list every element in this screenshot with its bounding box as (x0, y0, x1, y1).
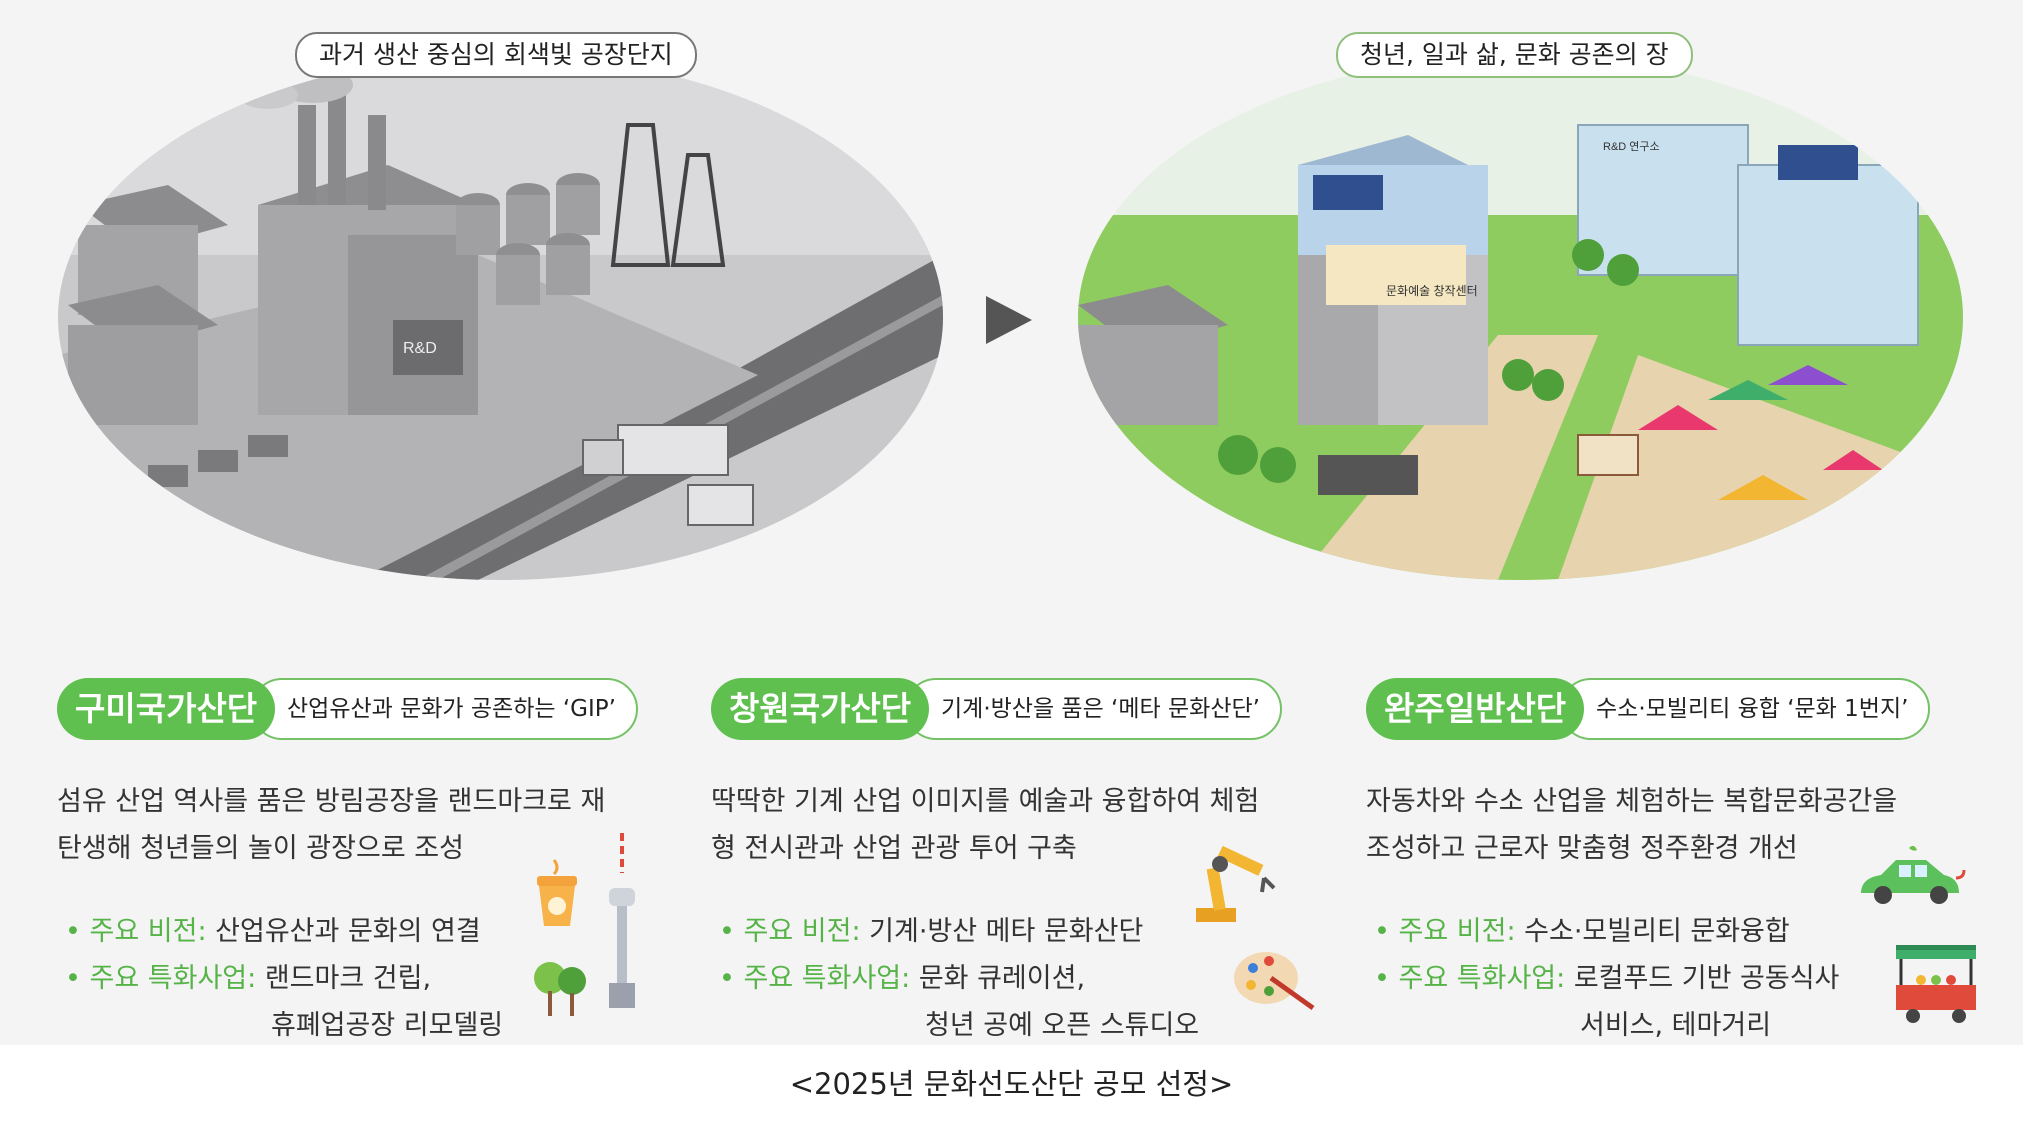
vision-label: • 주요 비전: (719, 916, 861, 947)
food-cart-icon (1891, 940, 1981, 1029)
description-line: 형 전시관과 산업 관광 투어 구축 (711, 833, 1077, 864)
vision-label: • 주요 비전: (1374, 916, 1516, 947)
vision-value: 기계·방산 메타 문화산단 (869, 916, 1144, 947)
rd-lab-sign: R&D 연구소 (1603, 140, 1660, 153)
project-row: • 주요 특화사업: 랜드마크 건립, (65, 955, 503, 1002)
arrow-right-icon (986, 296, 1032, 344)
card-wanju: 완주일반산단 수소·모빌리티 융합 ‘문화 1번지’ 자동차와 수소 산업을 체… (1366, 678, 1986, 1041)
industrial-complex-cards: 구미국가산단 산업유산과 문화가 공존하는 ‘GIP’ 섬유 산업 역사를 품은… (0, 650, 2023, 1045)
gray-factory-illustration: R&D (58, 55, 943, 580)
card-description: 섬유 산업 역사를 품은 방림공장을 랜드마크로 재 탄생해 청년들의 놀이 광… (57, 778, 657, 872)
vision-label: • 주요 비전: (65, 916, 207, 947)
card-gumi: 구미국가산단 산업유산과 문화가 공존하는 ‘GIP’ 섬유 산업 역사를 품은… (57, 678, 677, 1041)
vision-row: • 주요 비전: 기계·방산 메타 문화산단 (719, 908, 1199, 955)
card-bullets: • 주요 비전: 수소·모빌리티 문화융합 • 주요 특화사업: 로컬푸드 기반… (1374, 908, 1839, 1049)
description-line: 딱딱한 기계 산업 이미지를 예술과 융합하여 체험 (711, 786, 1260, 817)
robot-arm-icon (1186, 828, 1286, 932)
description-line: 자동차와 수소 산업을 체험하는 복합문화공간을 (1366, 786, 1898, 817)
description-line: 섬유 산업 역사를 품은 방림공장을 랜드마크로 재 (57, 786, 606, 817)
project-label: • 주요 특화사업: (719, 963, 911, 994)
past-label: 과거 생산 중심의 회색빛 공장단지 (295, 32, 697, 78)
project-label: • 주요 특화사업: (1374, 963, 1566, 994)
project-row: • 주요 특화사업: 문화 큐레이션, (719, 955, 1199, 1002)
tower-icon (597, 833, 647, 1017)
card-bullets: • 주요 비전: 기계·방산 메타 문화산단 • 주요 특화사업: 문화 큐레이… (719, 908, 1199, 1049)
project-value: 문화 큐레이션, (918, 963, 1086, 994)
card-bullets: • 주요 비전: 산업유산과 문화의 연결 • 주요 특화사업: 랜드마크 건립… (65, 908, 503, 1049)
vision-row: • 주요 비전: 수소·모빌리티 문화융합 (1374, 908, 1839, 955)
footer-caption: <2025년 문화선도산단 공모 선정> (0, 1045, 2023, 1123)
tree-icon (532, 953, 592, 1022)
project-value-cont: 서비스, 테마거리 (1580, 1010, 1772, 1041)
card-description: 자동차와 수소 산업을 체험하는 복합문화공간을 조성하고 근로자 맞춤형 정주… (1366, 778, 1966, 872)
coffee-cup-icon (532, 858, 582, 932)
card-changwon: 창원국가산단 기계·방산을 품은 ‘메타 문화산단’ 딱딱한 기계 산업 이미지… (711, 678, 1331, 1041)
vision-value: 수소·모빌리티 문화융합 (1524, 916, 1790, 947)
rd-sign-left: R&D (403, 340, 437, 357)
description-line: 조성하고 근로자 맞춤형 정주환경 개선 (1366, 833, 1798, 864)
project-value-cont: 청년 공예 오픈 스튜디오 (925, 1010, 1200, 1041)
card-title: 창원국가산단 (711, 678, 930, 740)
card-subtitle: 기계·방산을 품은 ‘메타 문화산단’ (905, 678, 1282, 740)
card-description: 딱딱한 기계 산업 이미지를 예술과 융합하여 체험 형 전시관과 산업 관광 … (711, 778, 1311, 872)
project-value: 랜드마크 건립, (264, 963, 432, 994)
project-value: 로컬푸드 기반 공동식사 (1573, 963, 1840, 994)
culture-center-sign: 문화예술 창작센터 (1386, 284, 1478, 298)
green-culture-illustration: 문화예술 창작센터 R&D 연구소 (1078, 55, 1963, 580)
description-line: 탄생해 청년들의 놀이 광장으로 조성 (57, 833, 464, 864)
future-label: 청년, 일과 삶, 문화 공존의 장 (1336, 32, 1693, 78)
car-icon (1851, 843, 1966, 917)
paint-palette-icon (1231, 943, 1316, 1017)
card-title: 구미국가산단 (57, 678, 276, 740)
project-row: • 주요 특화사업: 로컬푸드 기반 공동식사 (1374, 955, 1839, 1002)
illustration-area: R&D 과거 생산 중심의 회색빛 공장단지 (58, 32, 1963, 580)
project-value-cont: 휴폐업공장 리모델링 (271, 1010, 504, 1041)
project-label: • 주요 특화사업: (65, 963, 257, 994)
vision-row: • 주요 비전: 산업유산과 문화의 연결 (65, 908, 503, 955)
vision-value: 산업유산과 문화의 연결 (215, 916, 481, 947)
card-subtitle: 산업유산과 문화가 공존하는 ‘GIP’ (251, 678, 638, 740)
card-subtitle: 수소·모빌리티 융합 ‘문화 1번지’ (1560, 678, 1931, 740)
card-title: 완주일반산단 (1366, 678, 1585, 740)
